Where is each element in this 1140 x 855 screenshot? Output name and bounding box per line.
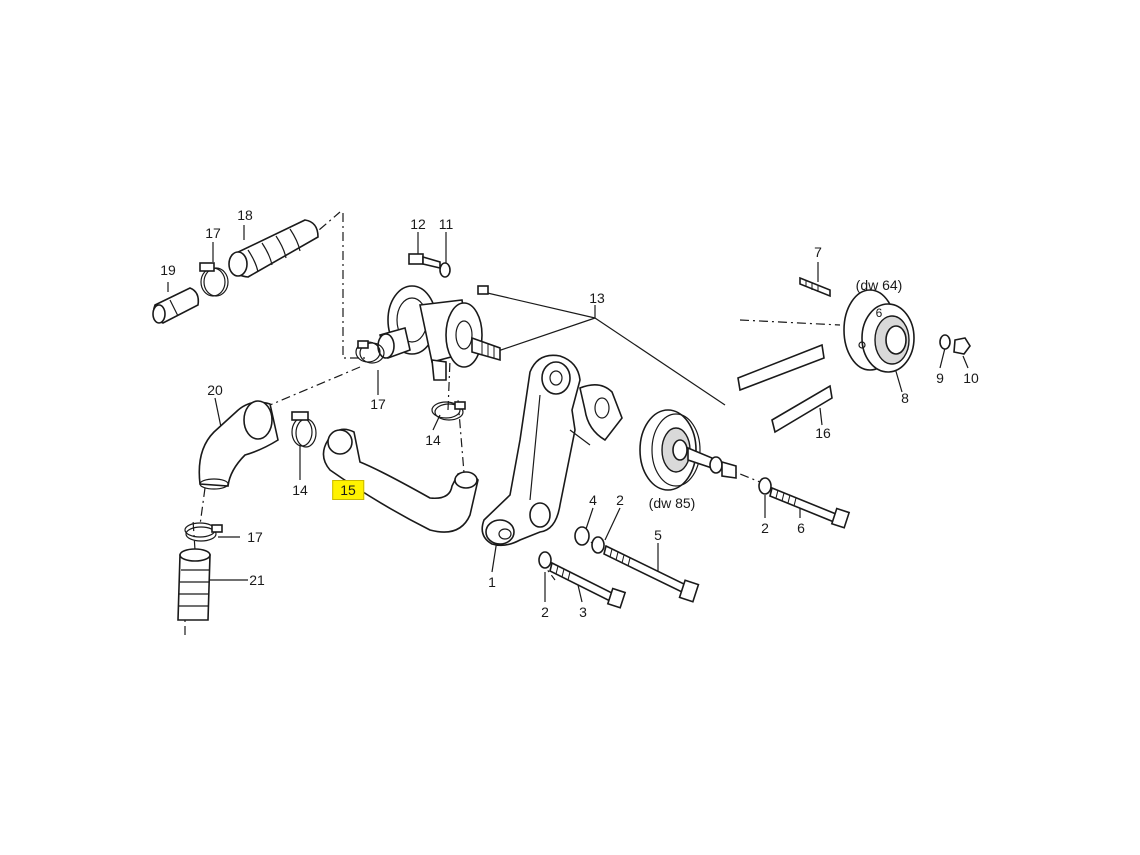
callout-16: 16 bbox=[815, 425, 831, 441]
part-14-clamp-left bbox=[291, 411, 317, 448]
assembly-lines bbox=[184, 211, 841, 635]
part-15-bent-hose bbox=[322, 428, 479, 533]
part-17-clamp-middle bbox=[355, 340, 385, 364]
part-18-ribbed-hose bbox=[228, 219, 319, 278]
callout-19: 19 bbox=[160, 262, 176, 278]
callout-2-lower: 2 bbox=[541, 604, 549, 620]
note-dw64: (dw 64) bbox=[855, 277, 903, 293]
callout-18: 18 bbox=[237, 207, 253, 223]
part-6-bolt bbox=[769, 486, 851, 529]
part-3-bolt bbox=[549, 561, 627, 609]
part-21-ribbed-stub bbox=[177, 548, 211, 621]
callout-6-pulley: 6 bbox=[875, 306, 883, 320]
callout-11: 11 bbox=[438, 216, 454, 232]
callout-6: 6 bbox=[797, 520, 805, 536]
part-8-pulley-dw64 bbox=[843, 289, 915, 373]
part-2-washers bbox=[538, 477, 772, 569]
callout-8: 8 bbox=[901, 390, 909, 406]
callout-21: 21 bbox=[249, 572, 265, 588]
part-17-clamp-top bbox=[199, 262, 229, 297]
part-11-washer bbox=[439, 262, 451, 278]
callout-14-pump: 14 bbox=[425, 432, 441, 448]
callout-3: 3 bbox=[579, 604, 587, 620]
callout-13: 13 bbox=[589, 290, 605, 306]
callout-5: 5 bbox=[654, 527, 662, 543]
part-1-bracket bbox=[481, 354, 623, 547]
callout-9: 9 bbox=[936, 370, 944, 386]
part-19-pipe-stub bbox=[152, 287, 200, 324]
part-9-washer bbox=[939, 334, 951, 350]
callout-7: 7 bbox=[814, 244, 822, 260]
part-14-clamp-pump bbox=[431, 401, 466, 421]
part-5-bolt bbox=[603, 544, 700, 603]
callout-1: 1 bbox=[488, 574, 496, 590]
part-12-bolt bbox=[408, 253, 441, 270]
part-17-clamp-lower bbox=[184, 522, 223, 542]
callout-2-right: 2 bbox=[761, 520, 769, 536]
part-16-belts bbox=[737, 343, 833, 434]
part-4-bushing bbox=[574, 526, 590, 546]
callout-10: 10 bbox=[963, 370, 979, 386]
callout-12: 12 bbox=[410, 216, 426, 232]
callout-15-highlighted: 15 bbox=[332, 480, 364, 500]
note-dw85: (dw 85) bbox=[648, 495, 696, 511]
callout-4: 4 bbox=[589, 492, 597, 508]
water-pump-housing bbox=[377, 285, 501, 381]
callout-17-middle: 17 bbox=[370, 396, 386, 412]
part-7-stud bbox=[799, 276, 831, 298]
pulley-dw85 bbox=[639, 409, 737, 491]
callout-2-upper: 2 bbox=[616, 492, 624, 508]
callout-17-top: 17 bbox=[205, 225, 221, 241]
part-10-nut bbox=[953, 337, 971, 355]
part-20-elbow-hose bbox=[198, 400, 279, 490]
callout-20: 20 bbox=[207, 382, 223, 398]
callout-17-lower: 17 bbox=[247, 529, 263, 545]
callout-14-left: 14 bbox=[292, 482, 308, 498]
